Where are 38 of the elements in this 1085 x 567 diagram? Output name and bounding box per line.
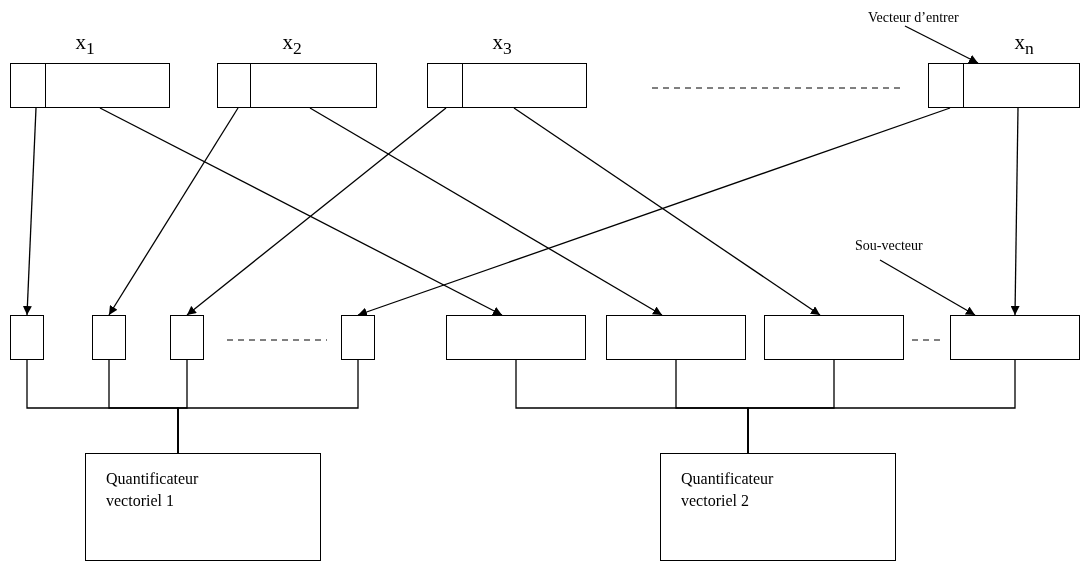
- arrow: [99, 107, 503, 316]
- vector-cell: [964, 63, 1080, 108]
- quantizer-label: Quantificateur vectoriel 2: [680, 469, 775, 511]
- arrow: [309, 107, 663, 316]
- quantizer-box: [660, 453, 896, 561]
- arrow: [108, 107, 239, 316]
- sub-vector-cell: [217, 63, 251, 108]
- vector-label: x$_{2}$: [281, 30, 303, 61]
- sub-vector-cell: [427, 63, 463, 108]
- arrow: [513, 107, 821, 316]
- sub-vector-box: [170, 315, 204, 360]
- vector-cell: [251, 63, 377, 108]
- connector-line: [177, 359, 359, 454]
- leader-arrow: [904, 25, 979, 64]
- vector-label: x$_{n}$: [1013, 30, 1035, 61]
- arrow: [1010, 107, 1020, 316]
- vector-box: [446, 315, 586, 360]
- vector-label: x$_{3}$: [491, 30, 513, 61]
- sub-vector-box: [341, 315, 375, 360]
- arrow: [357, 107, 951, 317]
- connector-line: [747, 359, 1016, 454]
- sub-vector-box: [10, 315, 44, 360]
- arrow: [22, 107, 37, 316]
- leader-arrow: [879, 259, 976, 316]
- arrow: [186, 107, 447, 316]
- vector-cell: [46, 63, 170, 108]
- sub-vector-box: [92, 315, 126, 360]
- sub-vector-cell: [10, 63, 46, 108]
- quantizer-box: [85, 453, 321, 561]
- vector-label: x$_{1}$: [74, 30, 96, 61]
- vector-box: [764, 315, 904, 360]
- vector-box: [606, 315, 746, 360]
- vector-box: [950, 315, 1080, 360]
- annotation-text: Vecteur d’entrer: [868, 10, 959, 28]
- sub-vector-cell: [928, 63, 964, 108]
- annotation-text: Sou-vecteur: [855, 238, 923, 256]
- quantizer-label: Quantificateur vectoriel 1: [105, 469, 200, 511]
- vector-cell: [463, 63, 587, 108]
